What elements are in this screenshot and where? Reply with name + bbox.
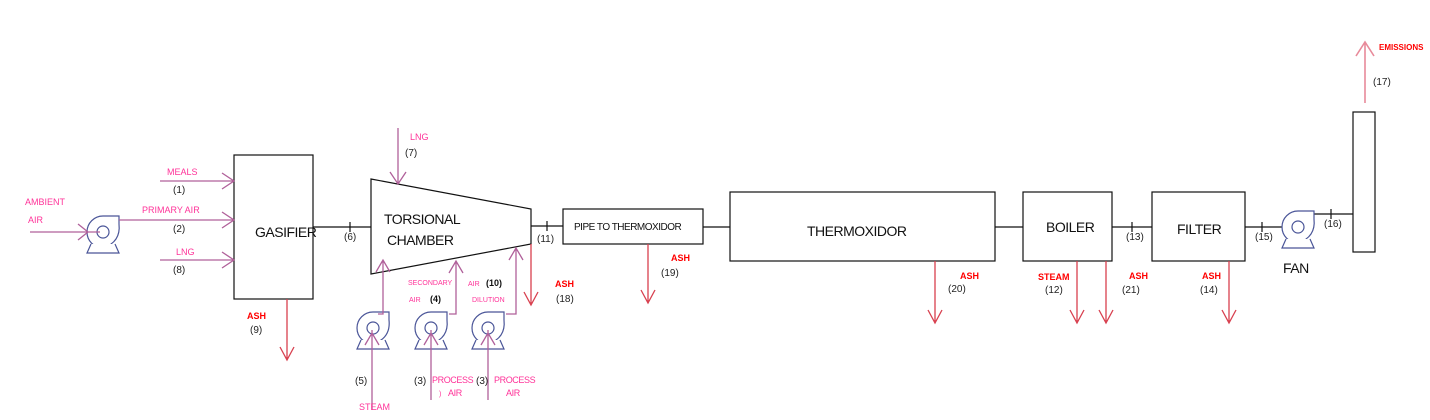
chamber-label-1: TORSIONAL <box>384 211 461 227</box>
process-air-b-label-2: AIR <box>506 388 521 398</box>
stream-2-label: (2) <box>173 224 185 235</box>
filter-label: FILTER <box>1177 221 1222 237</box>
stream-3b-label: (3) <box>476 376 488 387</box>
stream-11-label: (11) <box>537 234 554 245</box>
stream-12-label: (12) <box>1045 285 1063 296</box>
emissions-label: EMISSIONS <box>1379 43 1424 52</box>
ambient-air-fan-icon <box>86 215 120 254</box>
process-air-inlet-arrow-1 <box>423 330 439 400</box>
steam-12-label: STEAM <box>1038 272 1070 282</box>
stream-13 <box>1112 222 1152 232</box>
chamber-label-2: CHAMBER <box>387 232 454 248</box>
ambient-air-label-1: AMBIENT <box>25 197 66 207</box>
stream-14-label: (14) <box>1200 285 1218 296</box>
stream-5-label: (5) <box>355 376 367 387</box>
stream-11 <box>531 221 563 231</box>
primary-air-arrow <box>119 211 236 229</box>
secondary-air-label-1: SECONDARY <box>408 280 453 287</box>
stream-16 <box>1313 209 1353 219</box>
meals-arrow <box>160 172 236 190</box>
dilution-air-label-2: DILUTION <box>472 297 505 304</box>
emissions-arrow <box>1355 40 1375 103</box>
secondary-air-arrow <box>375 258 391 315</box>
ash-18-label: ASH <box>555 279 574 289</box>
stream-9-label: (9) <box>250 325 262 336</box>
process-air-a-label-2: AIR <box>448 388 463 398</box>
stream-15-label: (15) <box>1255 232 1273 243</box>
stream-8-label: (8) <box>173 265 185 276</box>
stream-19-label: (19) <box>661 268 679 279</box>
gasifier-label: GASIFIER <box>255 224 317 240</box>
ash-14-arrow <box>1221 261 1237 325</box>
process-air-b-label-1: PROCESS <box>494 375 536 385</box>
steam-fan-icon <box>356 311 390 350</box>
primary-air-label: PRIMARY AIR <box>142 205 200 215</box>
pipe-label: PIPE TO THERMOXIDOR <box>574 222 681 233</box>
ash-9-label: ASH <box>247 311 266 321</box>
stream-18-label: (18) <box>556 294 574 305</box>
stream-13-label: (13) <box>1126 232 1144 243</box>
stream-15 <box>1245 222 1285 232</box>
steam-5-label: STEAM <box>359 402 390 412</box>
lng-7-arrow <box>389 128 407 186</box>
process-air-a-label-1: PROCESS <box>432 375 474 385</box>
secondary-air-label-2: AIR <box>409 297 421 304</box>
stream-4-label: (4) <box>430 294 441 304</box>
ash-18-arrow <box>523 244 539 307</box>
fan-label: FAN <box>1283 260 1309 276</box>
steam-inlet-arrow <box>364 330 380 410</box>
air-4-arrow <box>448 259 464 315</box>
ash-9-arrow <box>279 299 295 362</box>
stream-7-label: (7) <box>405 148 417 159</box>
ash-20-label: ASH <box>960 271 979 281</box>
stream-1-label: (1) <box>173 185 185 196</box>
boiler-unit <box>1022 191 1113 262</box>
stream-17-label: (17) <box>1373 77 1391 88</box>
stream-3a-label: (3) <box>414 376 426 387</box>
stream-6 <box>313 222 371 232</box>
thermoxidor-unit <box>729 191 996 262</box>
ash-19-arrow <box>640 244 656 305</box>
lng-8-label: LNG <box>176 247 195 257</box>
ash-20-arrow <box>927 261 943 325</box>
ash-21-arrow <box>1098 261 1114 325</box>
gasifier-unit <box>233 154 314 300</box>
ash-14-label: ASH <box>1202 271 1221 281</box>
stream-10-label: (10) <box>486 278 502 288</box>
boiler-label: BOILER <box>1046 219 1095 235</box>
stack-unit <box>1352 111 1376 253</box>
lng-7-label: LNG <box>410 132 429 142</box>
steam-12-arrow <box>1069 261 1085 325</box>
stray-mark: ) <box>439 391 441 398</box>
stream-21-label: (21) <box>1122 285 1140 296</box>
stream-20-label: (20) <box>948 284 966 295</box>
ash-21-label: ASH <box>1129 271 1148 281</box>
main-fan-icon <box>1281 210 1315 249</box>
process-air-inlet-arrow-2 <box>480 330 496 400</box>
lng-8-arrow <box>160 251 236 269</box>
stream-16-label: (16) <box>1324 219 1342 230</box>
dilution-air-label-1: AIR <box>468 281 480 288</box>
ash-19-label: ASH <box>671 253 690 263</box>
dilution-air-arrow <box>506 246 524 315</box>
ambient-air-arrow <box>30 223 100 241</box>
ambient-air-label-2: AIR <box>28 215 44 225</box>
thermoxidor-label: THERMOXIDOR <box>807 223 907 239</box>
stream-6-label: (6) <box>344 232 356 243</box>
meals-label: MEALS <box>167 167 198 177</box>
